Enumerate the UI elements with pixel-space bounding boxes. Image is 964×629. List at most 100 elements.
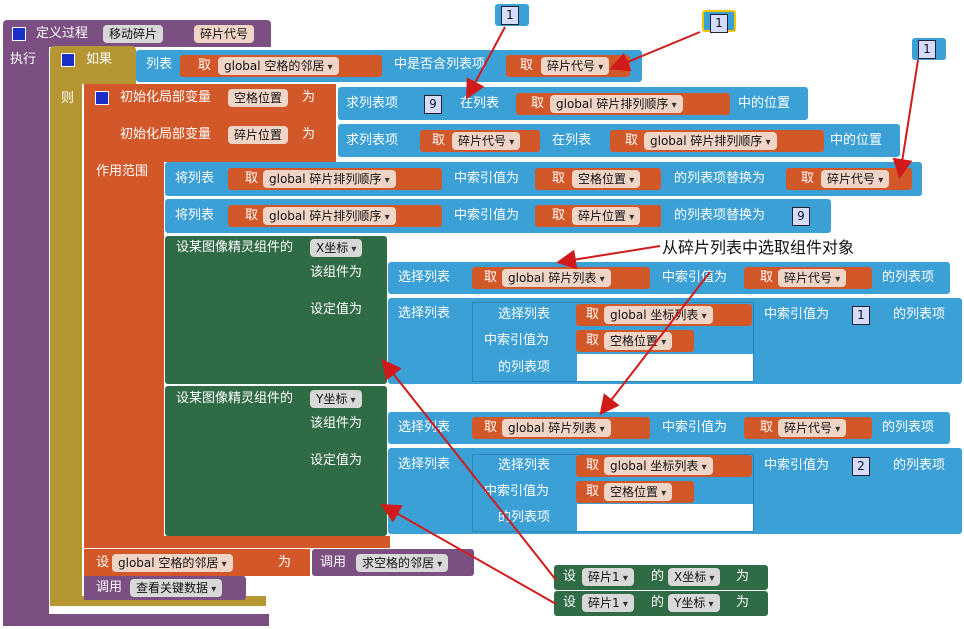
check-data-proc-dropdown[interactable]: 查看关键数据 xyxy=(130,579,223,597)
float-sprite-dropdown-x[interactable]: 碎片1 xyxy=(582,568,634,586)
number-2y-value[interactable]: 2 xyxy=(852,457,870,476)
get-label-14: 取 xyxy=(586,333,600,348)
procedure-define-label: 定义过程 xyxy=(36,26,89,41)
floating-number-1a[interactable]: 1 xyxy=(495,4,529,26)
select-list-label-x3: 选择列表 xyxy=(498,307,551,322)
space-pos-dropdown-1[interactable]: 空格位置 xyxy=(572,170,641,188)
select-list-label-y2: 选择列表 xyxy=(398,457,451,472)
arrow-callout-to-x-list xyxy=(556,245,661,270)
y-property-dropdown[interactable]: Y坐标 xyxy=(310,390,362,408)
float-y-prop-dropdown[interactable]: Y坐标 xyxy=(668,594,720,612)
select-list-label-x2: 选择列表 xyxy=(398,306,451,321)
index-label-y2: 中索引值为 xyxy=(484,484,550,499)
select-list-label-y3: 选择列表 xyxy=(498,458,551,473)
number-9b-value[interactable]: 9 xyxy=(792,207,810,226)
arrow-1c-to-replace xyxy=(892,59,919,179)
arrow-float-y-to-set-y xyxy=(380,504,557,605)
local-variable-body xyxy=(84,160,164,544)
get-label-17: 取 xyxy=(586,458,600,473)
replace-with-label-2: 的列表项替换为 xyxy=(674,208,766,223)
then-label: 则 xyxy=(61,91,75,106)
procedure-toggle-icon[interactable] xyxy=(12,27,26,41)
local-variable-footer xyxy=(84,536,390,548)
in-list-label-2: 在列表 xyxy=(552,133,592,148)
index-label-x2: 中索引值为 xyxy=(484,333,550,348)
order-var-dropdown-3[interactable]: global 碎片排列顺序 xyxy=(263,170,396,188)
param-dropdown[interactable]: 碎片代号 xyxy=(541,57,610,75)
local-variable-block[interactable] xyxy=(84,84,336,162)
nested-slot-x xyxy=(577,354,753,381)
component-label-y: 该组件为 xyxy=(310,416,363,431)
replace-prefix-1: 将列表 xyxy=(175,171,215,186)
in-list-label-1: 在列表 xyxy=(460,96,500,111)
procedure-do-label: 执行 xyxy=(10,52,37,67)
number-block-9b[interactable]: 9 xyxy=(786,205,820,227)
index-label-x1: 中索引值为 xyxy=(662,270,728,285)
local-var-piece-pos[interactable]: 碎片位置 xyxy=(228,126,289,144)
floating-number-1c[interactable]: 1 xyxy=(912,38,946,60)
float-to-label-x: 为 xyxy=(736,569,750,584)
position-label-2: 中的位置 xyxy=(830,133,883,148)
list-label: 列表 xyxy=(146,57,173,72)
floating-number-1b[interactable]: 1 xyxy=(702,10,736,33)
to-label-3: 为 xyxy=(278,555,292,570)
if-mutator-icon[interactable] xyxy=(61,53,75,67)
order-var-dropdown-1[interactable]: global 碎片排列顺序 xyxy=(550,95,683,113)
nested-slot-y xyxy=(577,504,753,531)
arrow-callout-to-y-list xyxy=(599,271,711,416)
find-item-label-1: 求列表项 xyxy=(346,96,399,111)
floating-1a-value[interactable]: 1 xyxy=(501,6,519,25)
x-property-dropdown[interactable]: X坐标 xyxy=(310,239,363,257)
coord-list-dropdown-x[interactable]: global 坐标列表 xyxy=(604,306,713,324)
item-label-y3: 的列表项 xyxy=(893,458,946,473)
neighbors-var-dropdown[interactable]: global 空格的邻居 xyxy=(218,57,339,75)
set-sprite-y-block[interactable] xyxy=(165,386,387,536)
float-sprite-dropdown-y[interactable]: 碎片1 xyxy=(582,594,634,612)
get-label-3: 取 xyxy=(531,96,545,111)
piece-list-dropdown-x[interactable]: global 碎片列表 xyxy=(502,269,611,287)
item-label-x1: 的列表项 xyxy=(882,270,935,285)
param-dropdown-y[interactable]: 碎片代号 xyxy=(778,419,847,437)
get-label-15: 取 xyxy=(484,420,498,435)
get-label-2: 取 xyxy=(520,58,534,73)
number-block-9a[interactable]: 9 xyxy=(418,93,450,115)
item-label-x3: 的列表项 xyxy=(893,307,946,322)
procedure-name[interactable]: 移动碎片 xyxy=(103,25,164,43)
order-var-dropdown-2[interactable]: global 碎片排列顺序 xyxy=(644,132,777,150)
order-var-dropdown-4[interactable]: global 碎片排列顺序 xyxy=(263,207,396,225)
component-label-x: 该组件为 xyxy=(310,265,363,280)
get-label-10: 取 xyxy=(552,208,566,223)
neighbors-proc-dropdown[interactable]: 求空格的邻居 xyxy=(356,554,449,572)
number-block-1x[interactable]: 1 xyxy=(846,304,882,326)
get-label-6: 取 xyxy=(245,171,259,186)
param-dropdown-2[interactable]: 碎片代号 xyxy=(452,132,521,150)
index-label-y1: 中索引值为 xyxy=(662,420,728,435)
local-mutator-icon[interactable] xyxy=(95,91,109,105)
get-label-9: 取 xyxy=(245,208,259,223)
neighbors-var-dropdown-2[interactable]: global 空格的邻居 xyxy=(112,554,233,572)
space-pos-dropdown-y[interactable]: 空格位置 xyxy=(604,483,673,501)
space-pos-dropdown-x[interactable]: 空格位置 xyxy=(604,332,673,350)
number-1x-value[interactable]: 1 xyxy=(852,306,870,325)
float-of-label-x: 的 xyxy=(651,569,665,584)
coord-list-dropdown-y[interactable]: global 坐标列表 xyxy=(604,457,713,475)
if-block-footer xyxy=(50,596,266,606)
piece-list-dropdown-y[interactable]: global 碎片列表 xyxy=(502,419,611,437)
set-sprite-x-block[interactable] xyxy=(165,236,387,384)
get-label-8: 取 xyxy=(801,171,815,186)
replace-index-label-2: 中索引值为 xyxy=(454,208,520,223)
floating-1b-value[interactable]: 1 xyxy=(710,14,728,33)
number-9a-value[interactable]: 9 xyxy=(424,95,442,114)
float-x-prop-dropdown[interactable]: X坐标 xyxy=(668,568,721,586)
get-label-11: 取 xyxy=(484,270,498,285)
number-block-2y[interactable]: 2 xyxy=(846,455,882,477)
select-list-label-y1: 选择列表 xyxy=(398,420,451,435)
param-dropdown-x[interactable]: 碎片代号 xyxy=(778,269,847,287)
get-label-13: 取 xyxy=(586,307,600,322)
param-dropdown-3[interactable]: 碎片代号 xyxy=(821,170,890,188)
piece-pos-dropdown-1[interactable]: 碎片位置 xyxy=(572,207,641,225)
find-item-label-2: 求列表项 xyxy=(346,133,399,148)
floating-1c-value[interactable]: 1 xyxy=(918,40,936,59)
local-var-space-pos[interactable]: 空格位置 xyxy=(228,89,289,107)
procedure-param[interactable]: 碎片代号 xyxy=(194,25,255,43)
